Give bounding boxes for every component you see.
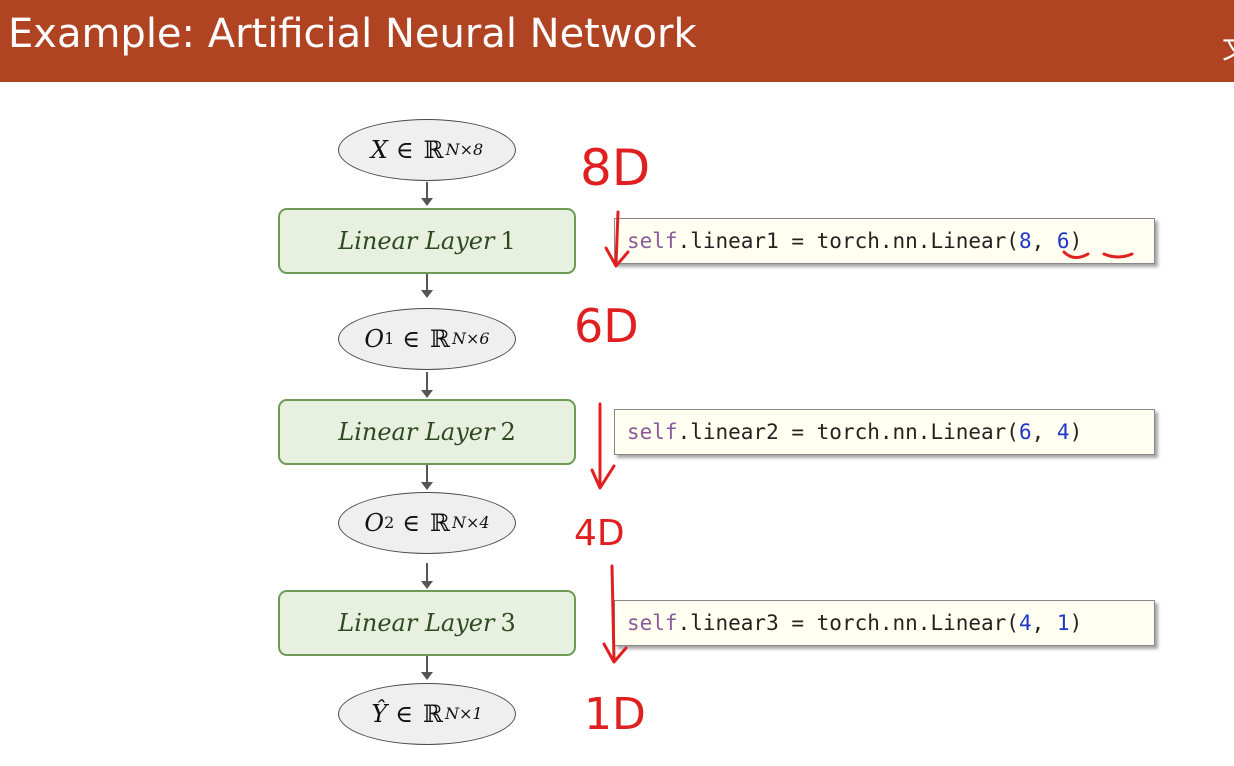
layer-name: Linear Layer [338, 418, 495, 446]
code-text: .linear2 = torch.nn.Linear( [677, 420, 1019, 444]
code-keyword: self [627, 229, 678, 253]
code-keyword: self [627, 420, 678, 444]
code-arg-in: 6 [1018, 420, 1032, 444]
code-linear3: self.linear3 = torch.nn.Linear(4, 1) [614, 600, 1155, 646]
code-separator: , [1031, 420, 1057, 444]
slide-header: Example: Artificial Neural Network 文 [0, 0, 1234, 82]
code-text: .linear1 = torch.nn.Linear( [677, 229, 1019, 253]
node-shape: N×1 [444, 704, 483, 723]
real-set-symbol: ℝ [430, 509, 450, 537]
code-separator: , [1031, 229, 1057, 253]
code-linear1: self.linear1 = torch.nn.Linear(8, 6) [614, 218, 1155, 264]
arrow-head [421, 390, 433, 398]
code-text: .linear3 = torch.nn.Linear( [677, 611, 1019, 635]
arrow-head [421, 290, 433, 298]
input-node: X ∈ ℝ N×8 [338, 119, 516, 181]
element-of-symbol: ∈ [395, 700, 414, 728]
slide-title: Example: Artificial Neural Network [8, 11, 697, 57]
element-of-symbol: ∈ [402, 509, 421, 537]
node-shape: N×6 [452, 329, 490, 348]
code-arg-in: 8 [1018, 229, 1032, 253]
element-of-symbol: ∈ [395, 136, 414, 164]
output-node: Ŷ ∈ ℝ N×1 [338, 683, 516, 745]
code-arg-out: 1 [1056, 611, 1070, 635]
code-close-paren: ) [1069, 611, 1083, 635]
layer-number: 2 [500, 418, 516, 446]
corner-glyph: 文 [1222, 34, 1234, 64]
linear-layer-2: Linear Layer 2 [278, 399, 576, 465]
connector-line [426, 465, 428, 482]
code-arg-in: 4 [1018, 611, 1032, 635]
real-set-symbol: ℝ [430, 325, 450, 353]
arrow-head [421, 581, 433, 589]
annotation-6d: 6D [574, 299, 639, 353]
node-variable: Ŷ [371, 700, 388, 728]
linear-layer-1: Linear Layer 1 [278, 208, 576, 274]
real-set-symbol: ℝ [423, 700, 443, 728]
layer-number: 3 [500, 609, 516, 637]
linear-layer-3: Linear Layer 3 [278, 590, 576, 656]
node-shape: N×8 [445, 140, 484, 159]
connector-line [426, 182, 428, 200]
annotation-8d: 8D [580, 139, 651, 197]
connector-line [426, 274, 428, 290]
node-variable: O [364, 325, 385, 353]
down-arrow-ink [602, 642, 628, 664]
real-set-symbol: ℝ [423, 136, 444, 164]
element-of-symbol: ∈ [402, 325, 421, 353]
arrow-head [421, 198, 433, 206]
annotation-1d: 1D [584, 689, 646, 740]
code-close-paren: ) [1069, 420, 1083, 444]
layer-name: Linear Layer [338, 609, 495, 637]
code-linear2: self.linear2 = torch.nn.Linear(6, 4) [614, 409, 1155, 455]
connector-line [426, 372, 428, 390]
down-arrow-ink [590, 464, 616, 490]
code-close-paren: ) [1069, 229, 1083, 253]
layer-number: 1 [500, 227, 516, 255]
node-shape: N×4 [452, 513, 490, 532]
code-arg-out: 4 [1056, 420, 1070, 444]
code-keyword: self [627, 611, 678, 635]
code-separator: , [1031, 611, 1057, 635]
layer-name: Linear Layer [338, 227, 495, 255]
node-variable: O [364, 509, 385, 537]
arrow-head [421, 672, 433, 680]
node-variable: X [370, 136, 388, 164]
connector-line [426, 563, 428, 581]
code-arg-out: 6 [1056, 229, 1070, 253]
arrow-head [421, 482, 433, 490]
connector-line [426, 656, 428, 672]
annotation-4d: 4D [574, 513, 625, 554]
